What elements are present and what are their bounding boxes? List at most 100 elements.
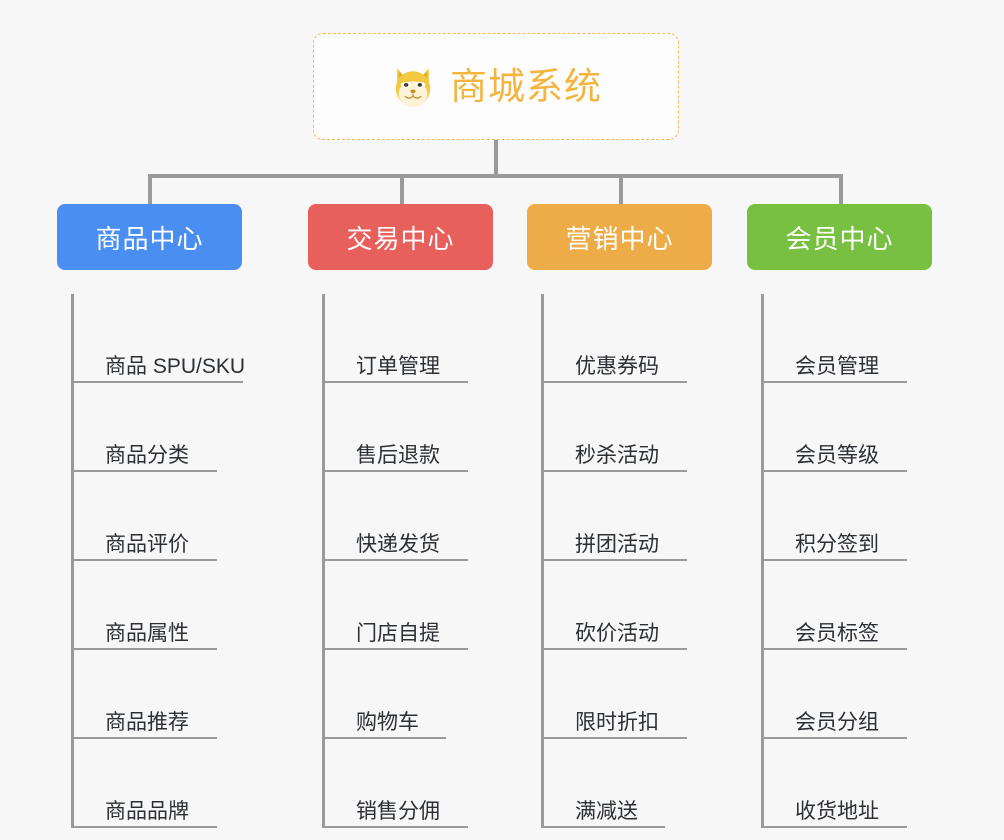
leaf-label: 快递发货: [356, 533, 440, 556]
leaf-underline: [322, 381, 468, 383]
leaf-underline: [322, 470, 468, 472]
leaf-underline: [541, 381, 687, 383]
leaf-item[interactable]: 快递发货: [322, 472, 493, 561]
category-box-1[interactable]: 商品中心: [57, 204, 242, 270]
leaf-underline: [541, 826, 665, 828]
leaf-underline: [541, 470, 687, 472]
leaf-underline: [322, 737, 446, 739]
connector-root-stem: [494, 140, 498, 176]
category-box-3[interactable]: 营销中心: [527, 204, 712, 270]
leaf-list-3: 优惠券码 秒杀活动 拼团活动 砍价活动 限时折扣 满减送: [541, 294, 712, 828]
leaf-item[interactable]: 积分签到: [761, 472, 932, 561]
branch-column-4: 会员中心 会员管理 会员等级 积分签到 会员标签 会员分组: [747, 204, 932, 828]
category-title-3: 营销中心: [565, 223, 674, 254]
leaf-item[interactable]: 商品品牌: [71, 739, 242, 828]
leaf-item[interactable]: 收货地址: [761, 739, 932, 828]
leaf-item[interactable]: 商品属性: [71, 561, 242, 650]
leaf-label: 会员标签: [795, 622, 879, 645]
leaf-item[interactable]: 售后退款: [322, 383, 493, 472]
branch-column-3: 营销中心 优惠券码 秒杀活动 拼团活动 砍价活动 限时折扣: [527, 204, 712, 828]
leaf-item[interactable]: 秒杀活动: [541, 383, 712, 472]
leaf-item[interactable]: 砍价活动: [541, 561, 712, 650]
leaf-spine-4: [761, 294, 764, 828]
leaf-item[interactable]: 订单管理: [322, 294, 493, 383]
leaf-underline: [761, 559, 907, 561]
branch-column-1: 商品中心 商品 SPU/SKU 商品分类 商品评价 商品属性 商品推荐: [57, 204, 245, 828]
leaf-label: 商品 SPU/SKU: [105, 355, 246, 378]
leaf-label: 砍价活动: [575, 622, 659, 645]
root-node-title: 商城系统: [450, 66, 602, 107]
leaf-underline: [761, 737, 907, 739]
leaf-underline: [71, 470, 217, 472]
leaf-underline: [541, 648, 687, 650]
leaf-item[interactable]: 会员管理: [761, 294, 932, 383]
leaf-label: 商品推荐: [105, 711, 189, 734]
root-node-shop-system[interactable]: 商城系统: [313, 33, 679, 140]
leaf-underline: [761, 381, 907, 383]
leaf-item[interactable]: 销售分佣: [322, 739, 493, 828]
leaf-list-1: 商品 SPU/SKU 商品分类 商品评价 商品属性 商品推荐 商品品牌: [71, 294, 245, 828]
leaf-item[interactable]: 商品 SPU/SKU: [71, 294, 245, 383]
leaf-label: 会员分组: [795, 711, 879, 734]
leaf-item[interactable]: 商品推荐: [71, 650, 242, 739]
leaf-label: 购物车: [356, 711, 419, 734]
leaf-list-2: 订单管理 售后退款 快递发货 门店自提 购物车 销售分佣: [322, 294, 493, 828]
leaf-item[interactable]: 限时折扣: [541, 650, 712, 739]
leaf-label: 秒杀活动: [575, 444, 659, 467]
leaf-underline: [71, 381, 243, 383]
leaf-item[interactable]: 门店自提: [322, 561, 493, 650]
leaf-item[interactable]: 购物车: [322, 650, 493, 739]
leaf-underline: [322, 648, 468, 650]
leaf-item[interactable]: 拼团活动: [541, 472, 712, 561]
category-title-4: 会员中心: [785, 223, 894, 254]
leaf-label: 满减送: [575, 800, 638, 823]
leaf-label: 会员等级: [795, 444, 879, 467]
leaf-underline: [71, 648, 217, 650]
leaf-label: 商品分类: [105, 444, 189, 467]
leaf-label: 售后退款: [356, 444, 440, 467]
connector-drop-4: [839, 174, 843, 206]
category-title-2: 交易中心: [346, 223, 455, 254]
leaf-item[interactable]: 商品分类: [71, 383, 242, 472]
leaf-item[interactable]: 会员标签: [761, 561, 932, 650]
leaf-label: 订单管理: [356, 355, 440, 378]
leaf-spine-2: [322, 294, 325, 828]
leaf-underline: [761, 826, 907, 828]
connector-horizontal-bus: [149, 174, 842, 178]
shiba-dog-icon: [390, 64, 436, 110]
connector-drop-3: [619, 174, 623, 206]
leaf-item[interactable]: 优惠券码: [541, 294, 712, 383]
leaf-underline: [322, 559, 468, 561]
leaf-underline: [322, 826, 468, 828]
leaf-label: 优惠券码: [575, 355, 659, 378]
category-title-1: 商品中心: [95, 223, 204, 254]
leaf-item[interactable]: 满减送: [541, 739, 712, 828]
leaf-label: 商品品牌: [105, 800, 189, 823]
leaf-underline: [761, 648, 907, 650]
connector-drop-2: [400, 174, 404, 206]
leaf-label: 积分签到: [795, 533, 879, 556]
category-box-4[interactable]: 会员中心: [747, 204, 932, 270]
leaf-underline: [71, 826, 217, 828]
leaf-label: 拼团活动: [575, 533, 659, 556]
leaf-item[interactable]: 会员分组: [761, 650, 932, 739]
connector-drop-1: [148, 174, 152, 206]
leaf-label: 商品属性: [105, 622, 189, 645]
leaf-item[interactable]: 商品评价: [71, 472, 242, 561]
leaf-underline: [761, 470, 907, 472]
leaf-label: 收货地址: [795, 800, 879, 823]
leaf-label: 门店自提: [356, 622, 440, 645]
leaf-item[interactable]: 会员等级: [761, 383, 932, 472]
leaf-underline: [541, 737, 687, 739]
leaf-label: 销售分佣: [356, 800, 440, 823]
leaf-underline: [71, 559, 217, 561]
leaf-spine-3: [541, 294, 544, 828]
leaf-underline: [541, 559, 687, 561]
leaf-list-4: 会员管理 会员等级 积分签到 会员标签 会员分组 收货地址: [761, 294, 932, 828]
leaf-underline: [71, 737, 217, 739]
leaf-label: 限时折扣: [575, 711, 659, 734]
leaf-spine-1: [71, 294, 74, 828]
category-box-2[interactable]: 交易中心: [308, 204, 493, 270]
branch-column-2: 交易中心 订单管理 售后退款 快递发货 门店自提 购物车: [308, 204, 493, 828]
